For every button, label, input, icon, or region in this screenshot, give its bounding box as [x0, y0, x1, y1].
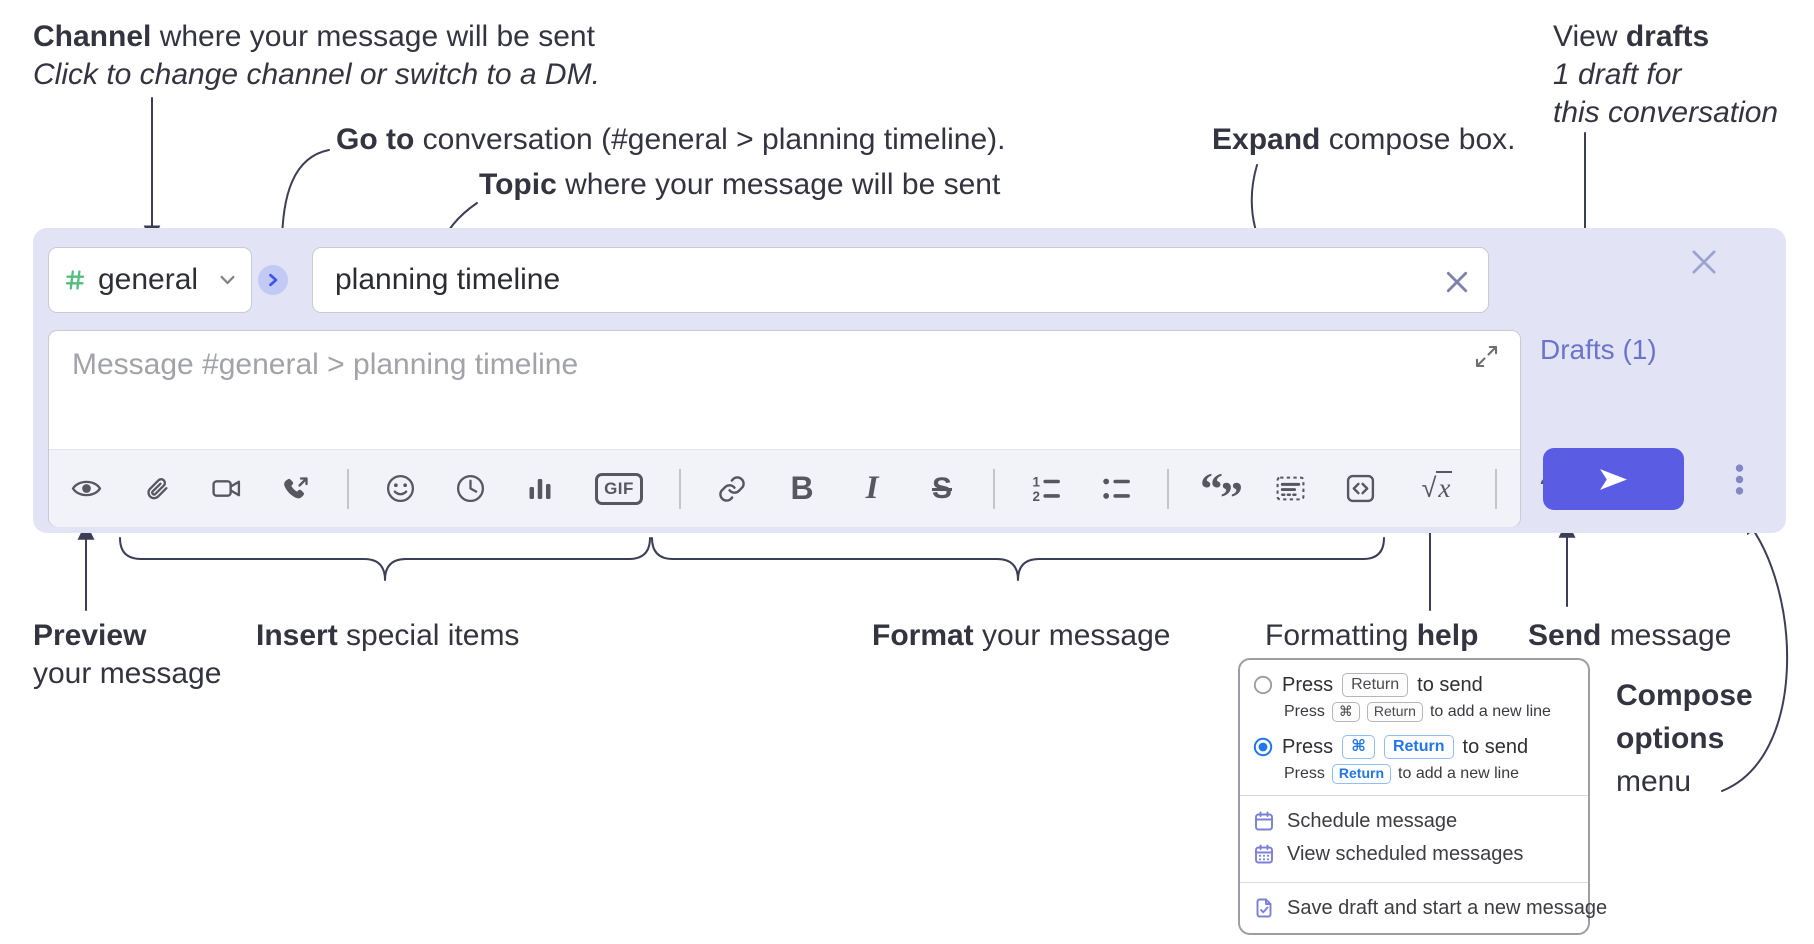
calendar-icon: [1253, 810, 1275, 832]
view-scheduled-messages-item[interactable]: View scheduled messages: [1253, 838, 1573, 871]
draft-file-check-icon: [1253, 897, 1275, 919]
toolbar-divider: [679, 468, 681, 509]
drafts-link[interactable]: Drafts (1): [1540, 334, 1657, 365]
toolbar-divider: [1167, 468, 1169, 509]
formatting-help-annotation: Formatting help: [1265, 619, 1479, 652]
toolbar-divider: [993, 468, 995, 509]
global-time-icon[interactable]: [451, 466, 489, 512]
channel-name: general: [98, 263, 199, 296]
chevron-right-icon: [269, 273, 278, 287]
view-drafts-annotation: View drafts 1 draft for this conversatio…: [1553, 20, 1779, 129]
close-compose-icon[interactable]: [1690, 248, 1718, 276]
channel-selector[interactable]: general: [48, 247, 252, 313]
send-message-annotation: Send message: [1528, 619, 1732, 652]
preview-eye-icon[interactable]: [67, 466, 105, 512]
format-brace: [651, 537, 1385, 581]
clear-topic-icon[interactable]: [1445, 270, 1469, 294]
chevron-down-icon: [218, 272, 237, 288]
topic-input[interactable]: [312, 247, 1489, 313]
message-input[interactable]: [49, 331, 1520, 449]
expand-annotation: Expand compose box.: [1212, 123, 1516, 156]
svg-text:1: 1: [1032, 474, 1040, 489]
send-button[interactable]: [1543, 448, 1684, 510]
math-icon[interactable]: √x: [1421, 471, 1453, 503]
expand-compose-icon[interactable]: [1475, 345, 1498, 368]
schedule-message-item[interactable]: Schedule message: [1253, 805, 1573, 838]
video-call-icon[interactable]: [207, 466, 245, 512]
topic-annotation: Topic where your message will be sent: [479, 168, 1001, 201]
spoiler-icon[interactable]: [1271, 466, 1309, 512]
calendar-grid-icon: [1253, 843, 1275, 865]
compose-toolbar: GIF B I S: [49, 449, 1557, 527]
menu-divider: [1240, 881, 1588, 883]
italic-icon[interactable]: I: [865, 470, 879, 506]
save-draft-item[interactable]: Save draft and start a new message: [1253, 892, 1607, 922]
radio-checked-icon: [1253, 737, 1273, 757]
compose-options-kebab-icon[interactable]: [1717, 448, 1761, 510]
toolbar-divider: [1495, 468, 1497, 509]
channel-hash-icon: [63, 268, 87, 292]
voice-call-icon[interactable]: [277, 466, 315, 512]
quote-icon[interactable]: “”: [1200, 462, 1243, 523]
preview-annotation: Preview your message: [33, 619, 222, 690]
link-icon[interactable]: [713, 466, 751, 512]
gif-icon[interactable]: GIF: [591, 466, 647, 512]
format-annotation: Format your message: [872, 619, 1171, 652]
code-icon[interactable]: [1341, 466, 1379, 512]
bulleted-list-icon[interactable]: [1097, 466, 1135, 512]
svg-text:2: 2: [1032, 489, 1039, 504]
channel-annotation: Channel where your message will be sent …: [33, 20, 600, 91]
message-area: [49, 331, 1520, 449]
radio-unchecked-icon: [1253, 675, 1273, 695]
compose-options-annotation: Compose options menu: [1616, 679, 1753, 798]
strikethrough-icon[interactable]: S: [931, 471, 952, 505]
goto-annotation: Go to conversation (#general > planning …: [336, 123, 1006, 156]
toolbar-divider: [347, 468, 349, 509]
emoji-icon[interactable]: [381, 466, 419, 512]
go-to-conversation-button[interactable]: [258, 265, 288, 295]
menu-divider: [1240, 794, 1588, 796]
compose-box: general: [33, 228, 1786, 533]
bold-icon[interactable]: B: [790, 470, 814, 506]
insert-annotation: Insert special items: [256, 619, 520, 652]
insert-brace: [119, 537, 651, 581]
send-icon: [1600, 468, 1627, 490]
poll-icon[interactable]: [521, 466, 559, 512]
numbered-list-icon[interactable]: 1 2: [1027, 466, 1065, 512]
attach-file-icon[interactable]: [137, 466, 175, 512]
message-box: GIF B I S: [48, 330, 1557, 527]
